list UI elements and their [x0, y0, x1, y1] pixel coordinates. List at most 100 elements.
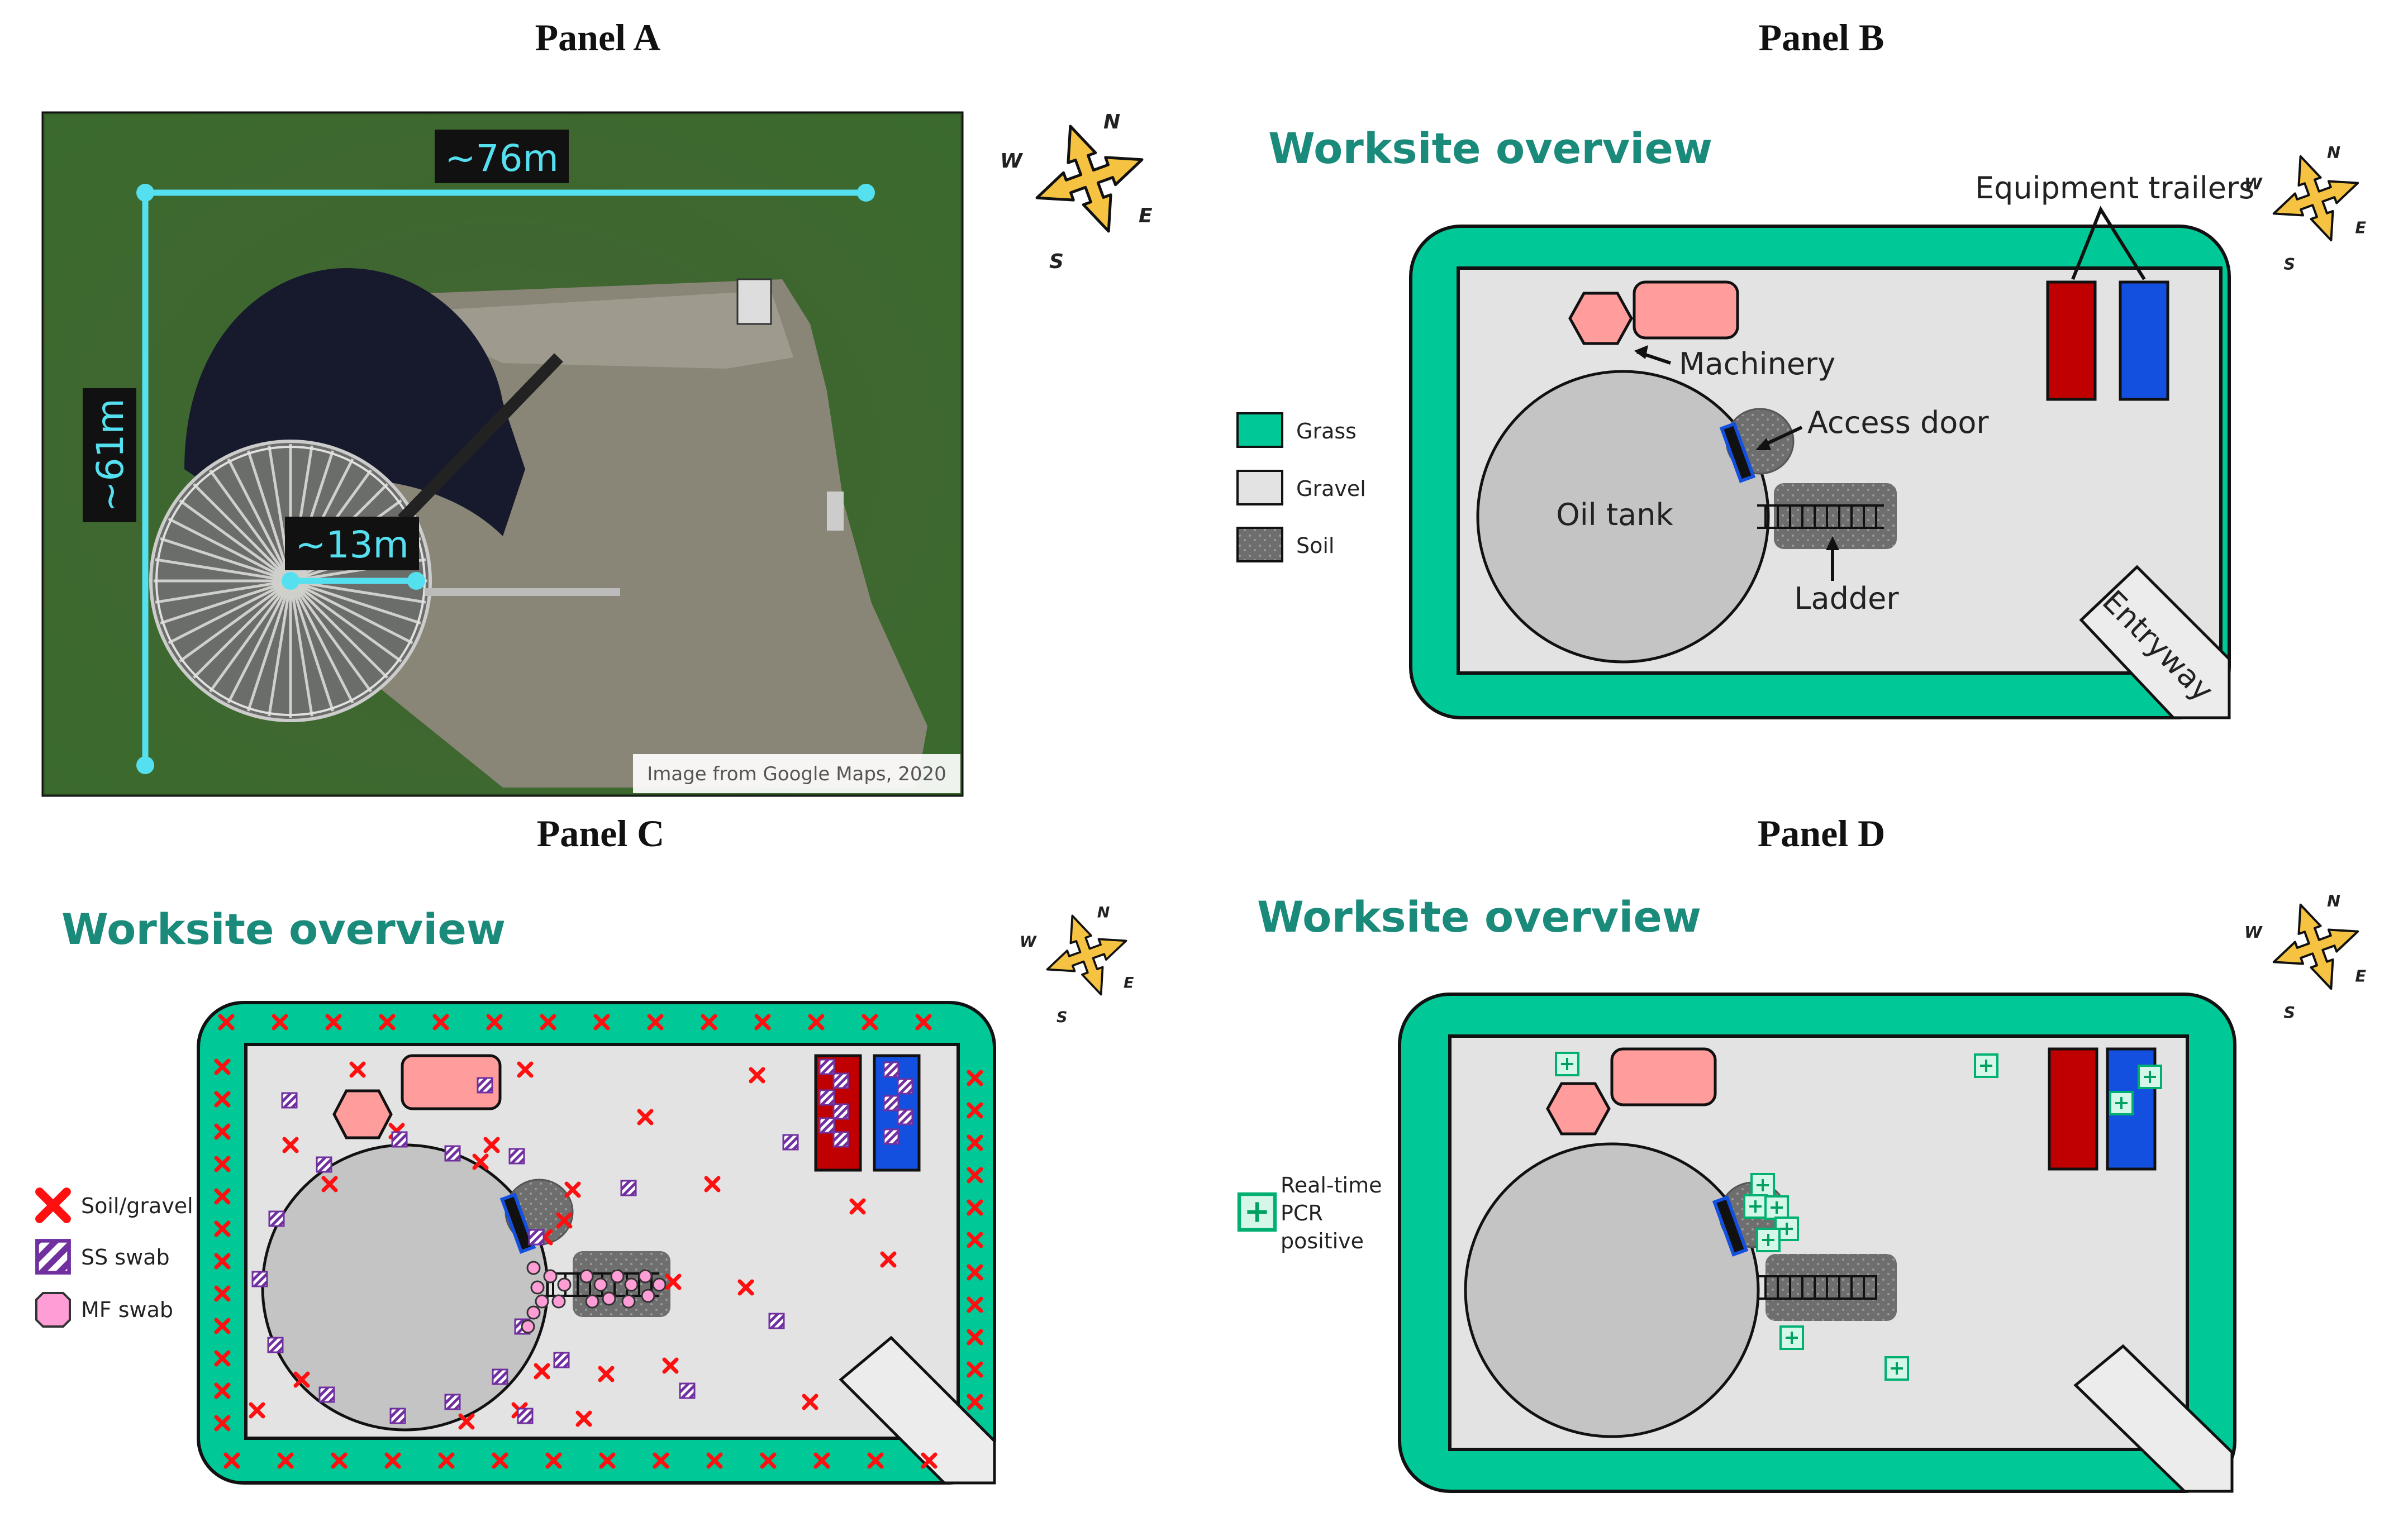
- panel-c-title: Panel C: [537, 812, 665, 855]
- mf-swab-sample-marker: [621, 1294, 636, 1309]
- overview-title-b: Worksite overview: [1268, 123, 1712, 173]
- access-door-label: Access door: [1807, 405, 1989, 440]
- access-door: [1719, 422, 1756, 483]
- ss-swab-sample-marker: [477, 1077, 493, 1094]
- worksite-map-b: Entryway Oil tank Access door Ladder Mac…: [1409, 170, 2254, 719]
- mf-swab-sample-marker: [602, 1291, 616, 1306]
- mf-swab-sample-marker: [526, 1261, 541, 1275]
- compass-w-label: W: [1020, 933, 1037, 951]
- ladder-soil: [1774, 483, 1897, 549]
- ss-swab-sample-marker: [318, 1386, 335, 1403]
- ss-swab-sample-marker: [832, 1131, 849, 1148]
- ss-swab-sample-marker: [281, 1092, 298, 1109]
- panel-a-title: Panel A: [535, 16, 661, 59]
- compass-e-label: E: [2355, 966, 2366, 985]
- radius-label: ~13m: [295, 523, 409, 566]
- width-label: ~76m: [445, 137, 559, 180]
- legend-soil-gravel-label: Soil/gravel: [81, 1194, 193, 1218]
- ss-swab-sample-marker: [268, 1210, 285, 1227]
- ss-swab-sample-marker: [897, 1078, 913, 1095]
- mf-swab-sample-marker: [652, 1277, 667, 1292]
- ladder-soil: [1765, 1254, 1897, 1321]
- compass-rose-a: N E S W: [1000, 107, 1161, 273]
- mf-swab-sample-marker: [593, 1277, 608, 1292]
- pcr-positive-marker: [1779, 1325, 1804, 1350]
- legend-pcr-symbol: [1239, 1194, 1275, 1230]
- legend-pcr-line2: PCR: [1281, 1201, 1323, 1225]
- mf-swab-sample-marker: [610, 1269, 625, 1284]
- ss-swab-sample-marker: [517, 1408, 534, 1424]
- compass-rose-c: N E S W: [1020, 900, 1142, 1026]
- ss-swab-sample-marker: [444, 1394, 461, 1410]
- mf-swab-sample-marker: [521, 1319, 535, 1334]
- ss-swab-sample-marker: [391, 1131, 408, 1148]
- mf-swab-sample-marker: [638, 1269, 653, 1284]
- pcr-positive-marker: [1974, 1053, 1998, 1078]
- ss-swab-sample-marker: [883, 1095, 900, 1111]
- mf-swab-sample-marker: [535, 1294, 549, 1309]
- ss-swab-sample-marker: [620, 1180, 637, 1196]
- ss-swab-sample-marker: [316, 1156, 332, 1173]
- mf-swab-sample-marker: [526, 1305, 541, 1320]
- ss-swab-sample-marker: [444, 1145, 461, 1162]
- oil-tank: [1476, 370, 1770, 664]
- legend-mf-swab-symbol: [35, 1292, 71, 1328]
- ss-swab-sample-marker: [251, 1271, 268, 1287]
- ss-swab-sample-marker: [897, 1109, 913, 1125]
- legend-b: Grass Gravel Soil: [1236, 412, 1366, 562]
- compass-rose-b: N E S W: [2244, 141, 2373, 274]
- oil-tank: [261, 1143, 549, 1432]
- compass-n-label: N: [2327, 891, 2340, 910]
- mf-swab-sample-marker: [585, 1294, 599, 1309]
- pcr-positive-marker: [1756, 1228, 1781, 1252]
- compass-s-label: S: [2283, 255, 2295, 274]
- trailers-label: Equipment trailers: [1975, 170, 2254, 206]
- ss-swab-sample-marker: [389, 1408, 406, 1424]
- ss-swab-sample-marker: [883, 1061, 900, 1078]
- machinery-label: Machinery: [1679, 346, 1835, 381]
- legend-gravel-swatch: [1236, 470, 1283, 505]
- trailer-red: [2048, 1047, 2098, 1171]
- pcr-positive-marker: [2109, 1091, 2134, 1115]
- ss-swab-sample-marker: [818, 1089, 835, 1106]
- legend-ss-swab-symbol: [37, 1241, 69, 1272]
- compass-w-label: W: [2244, 923, 2263, 942]
- compass-w-label: W: [2244, 174, 2263, 193]
- ss-swab-sample-marker: [553, 1352, 570, 1368]
- legend-gravel-label: Gravel: [1296, 476, 1366, 501]
- compass-n-label: N: [1097, 904, 1110, 922]
- map-credit: Image from Google Maps, 2020: [647, 763, 946, 785]
- pcr-positive-marker: [2138, 1065, 2162, 1089]
- overview-title-d: Worksite overview: [1257, 892, 1701, 942]
- pcr-positive-marker: [1764, 1195, 1789, 1220]
- machinery-small: [1568, 292, 1633, 345]
- ss-swab-sample-marker: [528, 1229, 545, 1246]
- compass-w-label: W: [1000, 150, 1024, 173]
- mf-swab-sample-marker: [641, 1289, 655, 1303]
- legend-c: Soil/gravel SS swab MF swab: [35, 1192, 193, 1328]
- mf-swab-sample-marker: [579, 1269, 594, 1284]
- ladder: [1757, 1275, 1877, 1300]
- machinery-small: [1546, 1082, 1611, 1136]
- legend-d: Real-time PCR positive: [1239, 1173, 1382, 1253]
- legend-mf-swab-label: MF swab: [81, 1297, 173, 1322]
- ss-swab-sample-marker: [883, 1128, 900, 1145]
- compass-n-label: N: [2327, 143, 2340, 162]
- legend-pcr-line3: positive: [1281, 1229, 1364, 1253]
- compass-n-label: N: [1103, 111, 1120, 133]
- pcr-positive-marker: [1743, 1194, 1768, 1219]
- trailer-blue: [2119, 280, 2169, 401]
- worksite-map-d: [1398, 993, 2236, 1493]
- overview-title-c: Worksite overview: [61, 904, 506, 954]
- machinery-large: [401, 1054, 502, 1110]
- compass-e-label: E: [1139, 204, 1153, 227]
- mf-swab-sample-marker: [530, 1280, 545, 1295]
- ss-swab-sample-marker: [832, 1103, 849, 1120]
- pcr-positive-marker: [1555, 1052, 1579, 1076]
- machinery-small: [332, 1089, 393, 1139]
- machinery-large: [1610, 1047, 1717, 1106]
- ss-swab-sample-marker: [267, 1337, 284, 1353]
- ss-swab-sample-marker: [768, 1313, 785, 1329]
- oil-tank: [1464, 1142, 1760, 1438]
